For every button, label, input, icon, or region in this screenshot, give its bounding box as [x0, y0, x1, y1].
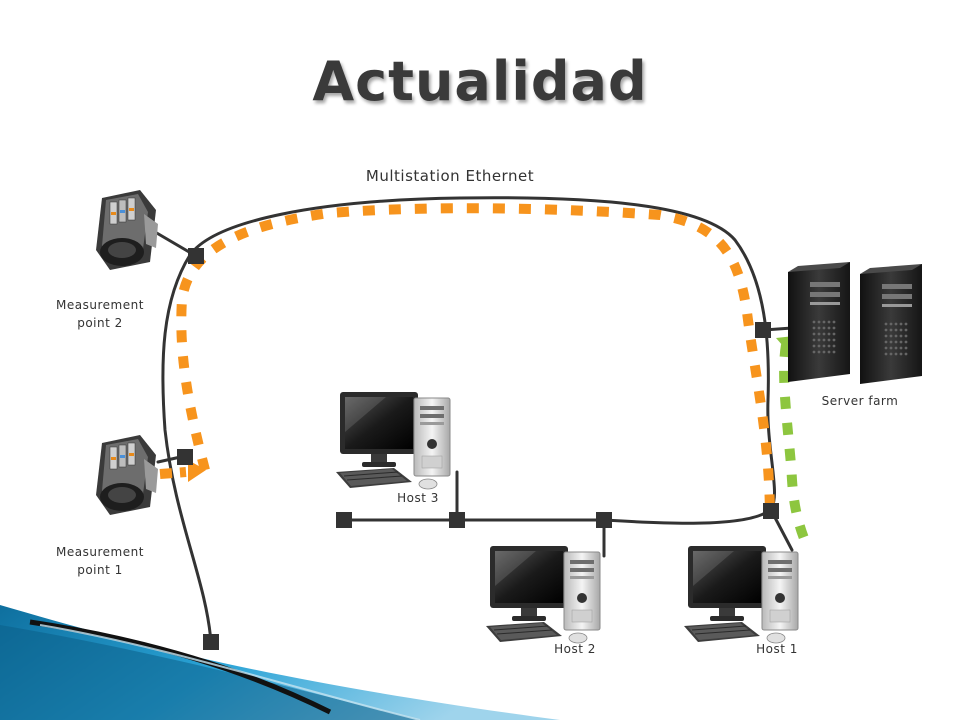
orange-arrow: [188, 460, 206, 482]
orange-data-path: [159, 203, 775, 521]
node-bottom: [203, 634, 219, 650]
desktop-computer-icon: [335, 391, 451, 490]
server-farm-label: Server farm: [821, 394, 899, 408]
node-host-2: [596, 512, 612, 528]
host-3-label: Host 3: [397, 491, 439, 505]
main-ring-cable: [161, 196, 777, 644]
measurement-point-1-label: Measurement point 1: [56, 545, 144, 577]
node-host-1: [763, 503, 779, 519]
decorative-swoosh: [0, 605, 560, 720]
node-server: [755, 322, 771, 338]
desktop-computer-icon: [485, 545, 601, 644]
node-host-3: [449, 512, 465, 528]
network-label: Multistation Ethernet: [365, 167, 535, 185]
node-left-end: [336, 512, 352, 528]
measurement-point-2-label: Measurement point 2: [56, 298, 144, 330]
slide-title: Actualidad: [312, 50, 648, 113]
desktop-computer-icon: [683, 545, 799, 644]
measurement-device-icon: [95, 434, 159, 516]
server-tower-icon: [788, 262, 922, 384]
network-nodes: [177, 248, 779, 650]
host-2-label: Host 2: [554, 642, 596, 656]
node-meter-1: [177, 449, 193, 465]
host-1-label: Host 1: [756, 642, 798, 656]
node-meter-2: [188, 248, 204, 264]
measurement-device-icon: [95, 189, 159, 271]
